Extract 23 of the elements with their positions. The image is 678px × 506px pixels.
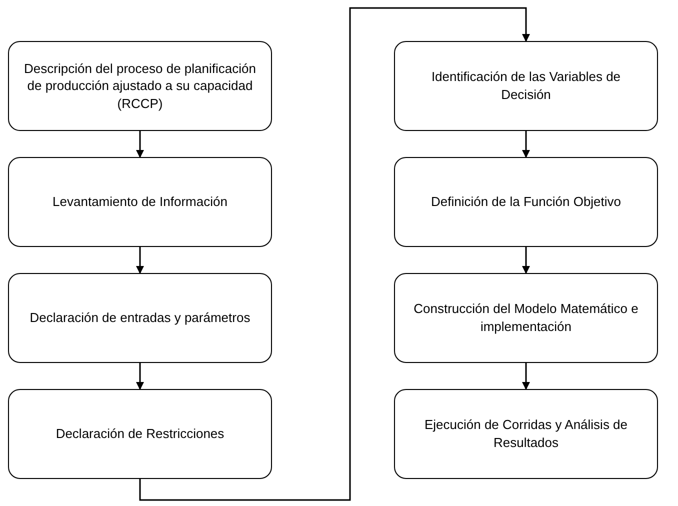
box-text: Declaración de Restricciones [56,425,224,443]
box-text: Declaración de entradas y parámetros [30,309,250,327]
arrow [522,363,530,390]
arrow [136,131,144,158]
process-box [394,157,658,247]
arrow [139,7,530,501]
arrow [522,247,530,274]
process-box [8,273,272,363]
box-text: Ejecución de Corridas y Análisis de Resultados [423,416,629,452]
process-box [8,157,272,247]
process-box [394,41,658,131]
arrow [136,247,144,274]
box-text: Definición de la Función Objetivo [430,193,622,211]
arrow [136,363,144,390]
box-text: Descripción del proceso de planificación de producción ajustado a su capacidad (RCCP) [23,60,257,112]
process-box [8,389,272,479]
process-box [8,41,272,131]
box-text: Construcción del Modelo Matemático e implementación [412,300,640,336]
process-box [394,273,658,363]
box-text: Levantamiento de Información [52,193,228,211]
box-text: Identificación de las Variables de Decisión [430,68,622,104]
process-box [394,389,658,479]
arrow [522,131,530,158]
